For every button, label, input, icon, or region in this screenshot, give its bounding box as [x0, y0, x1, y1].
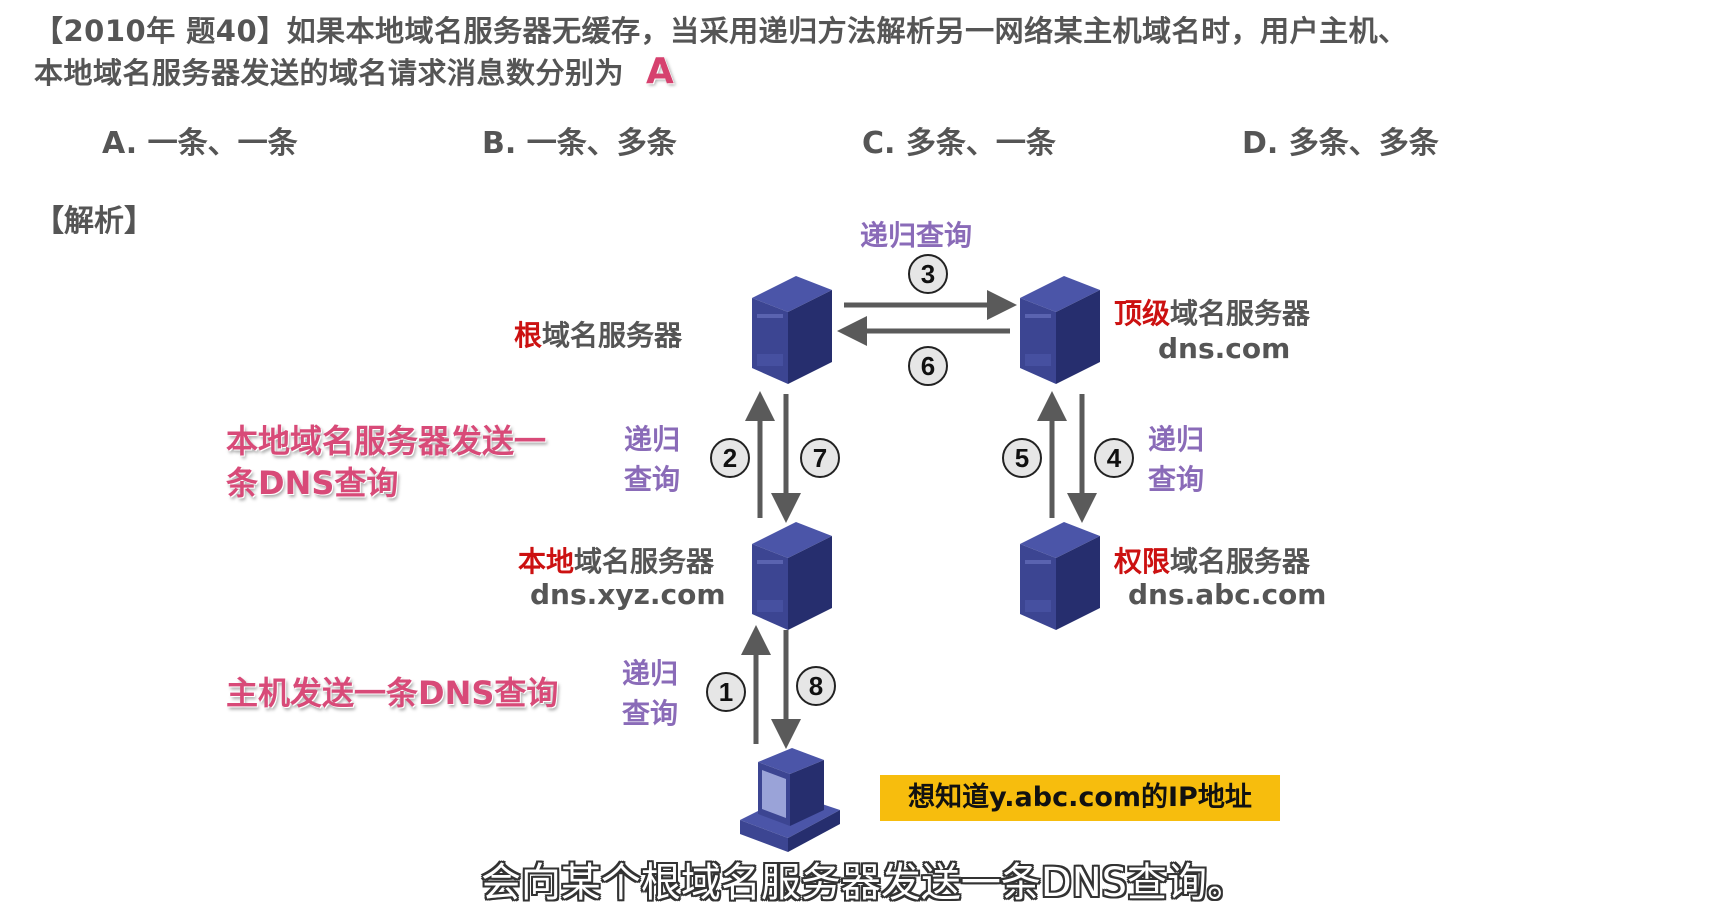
option-a: A. 一条、一条: [102, 126, 298, 161]
question-text: 本地域名服务器发送的域名请求消息数分别为: [34, 56, 625, 90]
auth-server-icon: [1020, 522, 1100, 630]
query-label-left-1: 递归: [624, 423, 681, 456]
query-label-right-2: 查询: [1148, 463, 1205, 496]
step-1: 1: [706, 672, 746, 712]
auth-highlight: 权限: [1114, 545, 1171, 578]
option-d: D. 多条、多条: [1242, 126, 1439, 161]
step-2: 2: [710, 438, 750, 478]
section-title: 【解析】: [34, 204, 154, 239]
query-label-right-1: 递归: [1148, 423, 1205, 456]
option-b: B. 一条、多条: [482, 126, 677, 161]
local-rest: 域名服务器: [574, 545, 715, 578]
host-computer-icon: [740, 748, 840, 852]
question-line-2: 本地域名服务器发送的域名请求消息数分别为 A: [34, 50, 674, 92]
local-highlight: 本地: [518, 545, 575, 578]
root-server-icon: [752, 276, 832, 384]
video-subtitle: 会向某个根域名服务器发送一条DNS查询。: [480, 860, 1248, 906]
step-8: 8: [796, 666, 836, 706]
auth-server-label: 权限域名服务器: [1114, 540, 1310, 580]
auth-rest: 域名服务器: [1170, 545, 1311, 578]
tld-rest: 域名服务器: [1170, 297, 1311, 330]
annotation-local-sends-1: 本地域名服务器发送一: [226, 422, 547, 460]
annotation-local-sends-2: 条DNS查询: [226, 464, 399, 502]
answer-mark: A: [646, 51, 675, 92]
tld-hostname: dns.com: [1158, 332, 1291, 365]
local-hostname: dns.xyz.com: [530, 578, 726, 611]
tld-highlight: 顶级: [1114, 297, 1171, 330]
root-highlight: 根: [514, 319, 543, 352]
root-server-label: 根域名服务器: [514, 314, 682, 354]
query-target-note: 想知道y.abc.com的IP地址: [880, 775, 1280, 821]
tld-server-icon: [1020, 276, 1100, 384]
step-3: 3: [908, 254, 948, 294]
step-7: 7: [800, 438, 840, 478]
step-5: 5: [1002, 438, 1042, 478]
query-label-bottom-1: 递归: [622, 657, 679, 690]
auth-hostname: dns.abc.com: [1128, 578, 1327, 611]
option-c: C. 多条、一条: [862, 126, 1056, 161]
step-4: 4: [1094, 438, 1134, 478]
root-rest: 域名服务器: [542, 319, 683, 352]
local-server-label: 本地域名服务器: [518, 540, 714, 580]
query-label-bottom-2: 查询: [622, 697, 679, 730]
question-line-1: 【2010年 题40】如果本地域名服务器无缓存，当采用递归方法解析另一网络某主机…: [34, 14, 1408, 48]
step-6: 6: [908, 346, 948, 386]
query-label-top: 递归查询: [860, 219, 973, 252]
tld-server-label: 顶级域名服务器: [1114, 292, 1310, 332]
annotation-host-sends: 主机发送一条DNS查询: [226, 674, 559, 712]
local-server-icon: [752, 522, 832, 630]
query-label-left-2: 查询: [624, 463, 681, 496]
